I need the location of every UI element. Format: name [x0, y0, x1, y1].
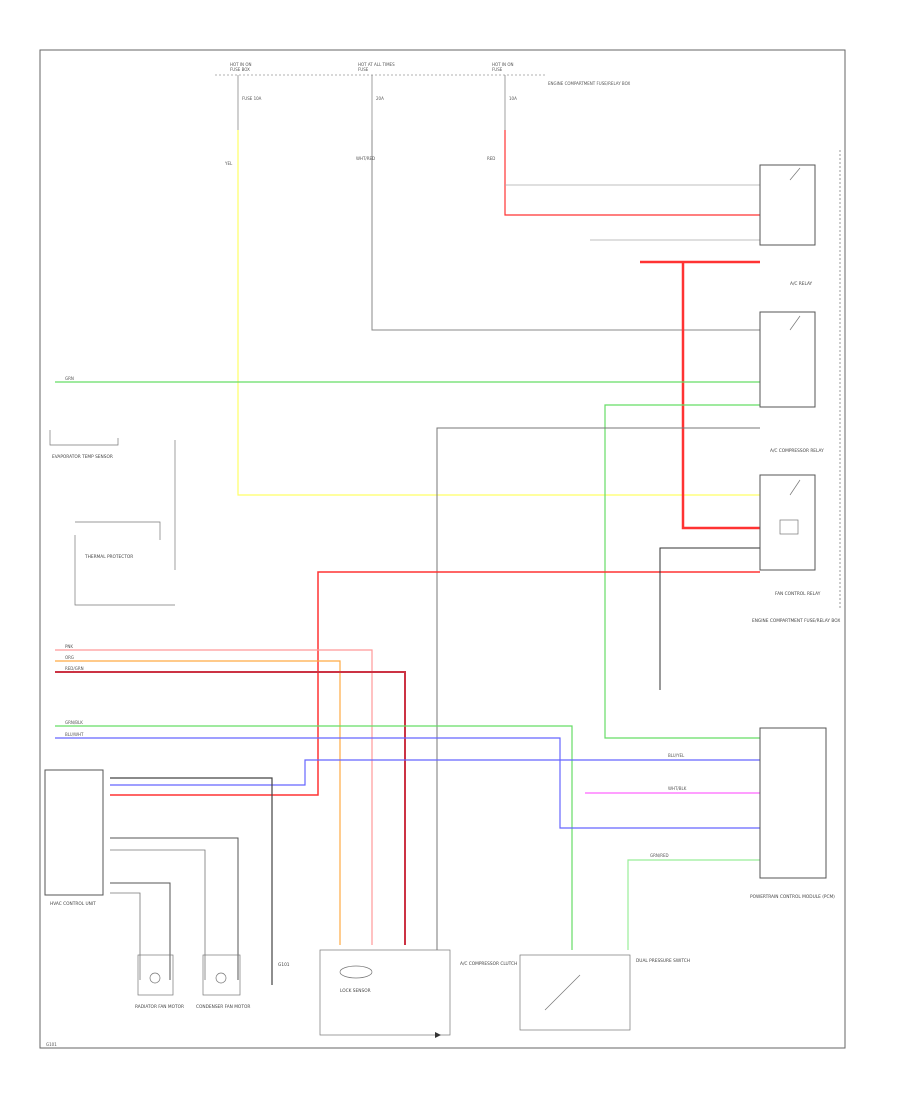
condenser-fan-motor: CONDENSER FAN MOTOR: [196, 954, 250, 1010]
radiator-fan-motor-box: [137, 954, 174, 996]
wire-orange: [55, 660, 341, 945]
ac-compressor-relay: A/C COMPRESSOR RELAY: [759, 311, 824, 454]
radiator-fan-motor-symbol: [149, 972, 161, 984]
wire-blue: [55, 737, 760, 829]
thermal-protector-outline: [75, 521, 161, 540]
hvac-control-label: HVAC CONTROL UNIT: [50, 901, 96, 907]
dual-pressure-switch-label: DUAL PRESSURE SWITCH: [636, 958, 690, 964]
wire-blue-pcm: [110, 759, 760, 786]
wire-label-wht-blk: WHT/BLK: [668, 786, 687, 791]
wire-pink: [55, 649, 373, 945]
page-footer-code: G101: [46, 1042, 57, 1047]
evap-sensor-outline: [49, 430, 119, 446]
wire-label-org: ORG: [65, 655, 74, 660]
radiator-fan-motor: RADIATOR FAN MOTOR: [135, 954, 184, 1010]
underhood-box-label: ENGINE COMPARTMENT FUSE/RELAY BOX: [752, 618, 840, 624]
ac-relay-box: [759, 164, 816, 246]
fuse-2: HOT AT ALL TIMES FUSE 20A: [358, 62, 395, 130]
wire-label-red: RED: [487, 156, 495, 161]
wire-yellow-fuse1: [237, 130, 760, 496]
wire-label-pnk: PNK: [65, 644, 73, 649]
wire-label-grn-red: GRN/RED: [650, 853, 669, 858]
fuse-3: HOT IN ON FUSE 10A ENGINE COMPARTMENT FU…: [492, 62, 630, 130]
wire-gray-radiator: [110, 892, 141, 980]
diagram-frame: [39, 49, 846, 1049]
dual-pressure-switch: DUAL PRESSURE SWITCH: [519, 954, 690, 1031]
lock-sensor-compressor: LOCK SENSOR A/C COMPRESSOR CLUTCH: [319, 949, 517, 1038]
evap-sensor-label: EVAPORATOR TEMP SENSOR: [52, 454, 113, 460]
fan-control-relay-box: [759, 474, 816, 571]
fuse-3-hot-label: HOT IN ON: [492, 62, 513, 67]
wire-label-grn: GRN: [65, 376, 74, 381]
wire-black-relay: [659, 547, 760, 690]
lock-sensor-symbol: [339, 965, 373, 979]
wire-gray-condenser: [110, 849, 206, 980]
ac-compressor-relay-label: A/C COMPRESSOR RELAY: [770, 448, 824, 454]
ac-relay-switch: [789, 167, 801, 181]
evap-sensor: EVAPORATOR TEMP SENSOR: [49, 430, 176, 570]
condenser-fan-motor-symbol: [215, 972, 227, 984]
ac-compressor-relay-box: [759, 311, 816, 408]
hvac-control-box: [44, 769, 104, 896]
fan-relay-coil: [779, 519, 799, 535]
pcm-label: POWERTRAIN CONTROL MODULE (PCM): [750, 894, 835, 900]
wire-green-lower: [55, 725, 573, 950]
fan-control-relay-switch: [789, 479, 801, 496]
ac-clutch-label: A/C COMPRESSOR CLUTCH: [460, 961, 517, 967]
fuse-2-rating: 20A: [376, 96, 384, 101]
dual-pressure-switch-box: [519, 954, 631, 1031]
fan-control-relay-label: FAN CONTROL RELAY: [775, 591, 821, 597]
radiator-fan-motor-label: RADIATOR FAN MOTOR: [135, 1004, 184, 1010]
wire-black-radiator: [110, 882, 171, 980]
fuse-2-box-label: FUSE: [358, 67, 369, 72]
ac-compressor-relay-switch: [789, 315, 801, 331]
clutch-arrow-icon: [435, 1032, 441, 1038]
fan-control-relay: FAN CONTROL RELAY: [759, 474, 821, 597]
wire-lightgreen: [627, 859, 760, 950]
fuse-1-hot-label: HOT IN ON: [230, 62, 251, 67]
wire-label-blu-wht: BLU/WHT: [65, 732, 84, 737]
wire-black-condenser: [110, 837, 239, 980]
thermal-protector: THERMAL PROTECTOR: [74, 521, 175, 606]
wire-label-grn-blk: GRN/BLK: [65, 720, 83, 725]
fuse-box-note: ENGINE COMPARTMENT FUSE/RELAY BOX: [548, 81, 630, 86]
fuse-1-rating: FUSE 10A: [242, 96, 262, 101]
fuse-2-hot-label: HOT AT ALL TIMES: [358, 62, 395, 67]
wire-red-fuse3: [504, 130, 760, 216]
wire-black-ground: [110, 777, 273, 985]
wire-label-yel: YEL: [224, 161, 233, 166]
dual-pressure-switch-contact: [544, 974, 581, 1011]
lock-sensor-label: LOCK SENSOR: [340, 988, 371, 994]
wire-red-fan: [110, 571, 760, 796]
fuse-3-box-label: FUSE: [492, 67, 503, 72]
thermal-protector-loop: [74, 535, 175, 606]
pcm: POWERTRAIN CONTROL MODULE (PCM): [750, 727, 835, 900]
thermal-protector-label: THERMAL PROTECTOR: [84, 554, 133, 560]
pcm-box: [759, 727, 827, 879]
hvac-control-unit: HVAC CONTROL UNIT: [44, 769, 104, 907]
wire-label-blu-yel: BLU/YEL: [668, 753, 685, 758]
wire-red-relay-down: [681, 262, 760, 530]
fuse-1-box-label: FUSE BOX: [230, 67, 250, 72]
compressor-box: [319, 949, 451, 1036]
fuse-1: HOT IN ON FUSE BOX FUSE 10A: [230, 62, 262, 130]
fuse-3-rating: 10A: [509, 96, 517, 101]
ac-relay: A/C RELAY: [759, 164, 816, 287]
ground-point-label: G101: [278, 962, 290, 968]
wire-label-wht-red: WHT/RED: [356, 156, 375, 161]
wire-gray-fuse2: [371, 130, 760, 331]
ground-point: G101: [278, 962, 290, 968]
wire-gray-lock: [436, 427, 760, 950]
condenser-fan-motor-label: CONDENSER FAN MOTOR: [196, 1004, 250, 1010]
ac-relay-label: A/C RELAY: [790, 281, 813, 287]
condenser-fan-motor-box: [202, 954, 241, 996]
wire-dark-red: [55, 671, 406, 945]
wire-label-red-grn: RED/GRN: [65, 666, 84, 671]
